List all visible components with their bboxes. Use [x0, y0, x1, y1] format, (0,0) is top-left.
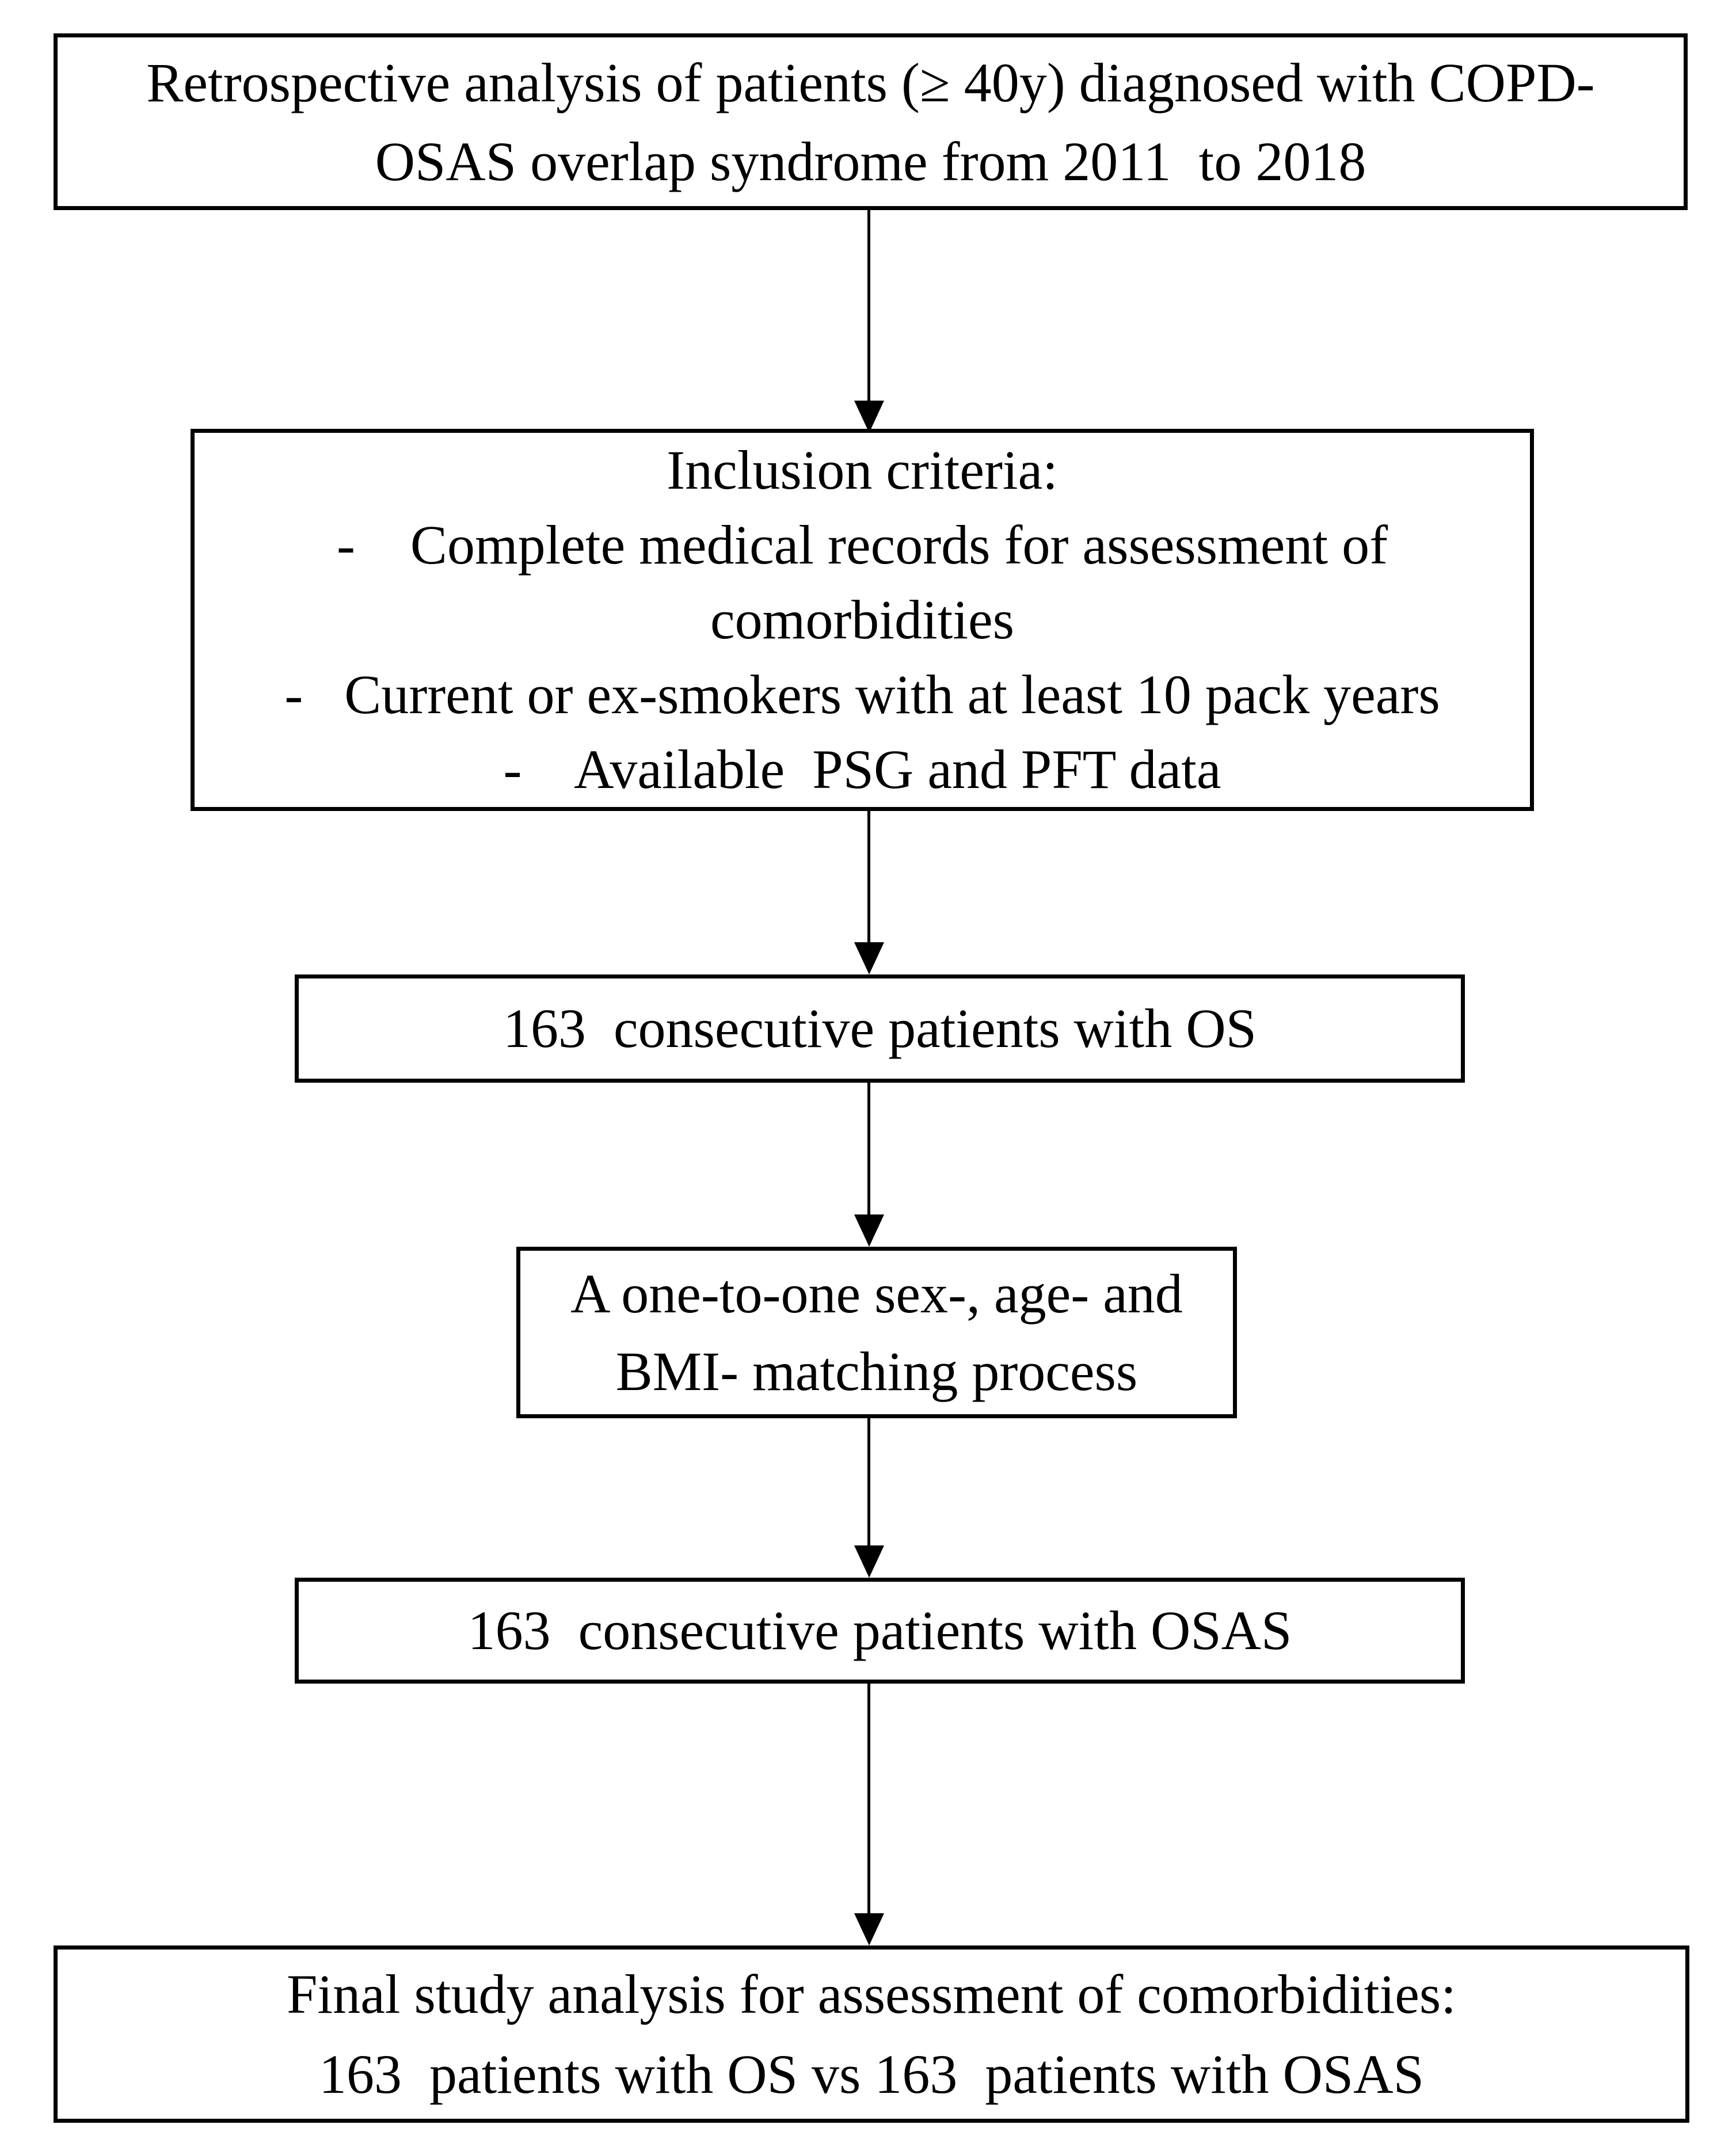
flow-arrow-3-stem [867, 1083, 870, 1224]
flow-step-os-cohort-text: 163 consecutive patients with OS [502, 997, 1257, 1059]
arrow-down-icon [854, 1913, 884, 1945]
arrow-down-icon [854, 1214, 884, 1247]
flow-step-inclusion-criteria: Inclusion criteria: - Complete medical r… [191, 429, 1534, 811]
flow-arrow-1-stem [867, 210, 870, 410]
flow-step-osas-cohort: 163 consecutive patients with OSAS [295, 1578, 1465, 1684]
arrow-down-icon [854, 942, 884, 974]
flow-step-osas-cohort-text: 163 consecutive patients with OSAS [467, 1600, 1292, 1661]
flow-step-matching-process: A one-to-one sex-, age- and BMI- matchin… [516, 1247, 1237, 1418]
flow-step-final-analysis: Final study analysis for assessment of c… [54, 1945, 1689, 2123]
flow-arrow-2 [854, 811, 884, 974]
arrow-down-icon [854, 401, 884, 433]
flow-step-retrospective-analysis: Retrospective analysis of patients (≥ 40… [54, 33, 1688, 210]
flow-step-inclusion-criteria-text: Inclusion criteria: - Complete medical r… [284, 439, 1440, 800]
flow-step-os-cohort: 163 consecutive patients with OS [295, 974, 1465, 1083]
flow-step-retrospective-analysis-text: Retrospective analysis of patients (≥ 40… [146, 51, 1595, 192]
flow-arrow-1 [854, 210, 884, 433]
arrow-down-icon [854, 1545, 884, 1578]
flow-arrow-3 [854, 1083, 884, 1247]
flow-step-final-analysis-text: Final study analysis for assessment of c… [287, 1963, 1456, 2105]
flow-arrow-2-stem [867, 811, 870, 951]
flow-arrow-4-stem [867, 1418, 870, 1555]
flow-arrow-5-stem [867, 1684, 870, 1922]
flow-arrow-4 [854, 1418, 884, 1578]
flow-step-matching-process-text: A one-to-one sex-, age- and BMI- matchin… [570, 1263, 1183, 1402]
flow-arrow-5 [854, 1684, 884, 1945]
